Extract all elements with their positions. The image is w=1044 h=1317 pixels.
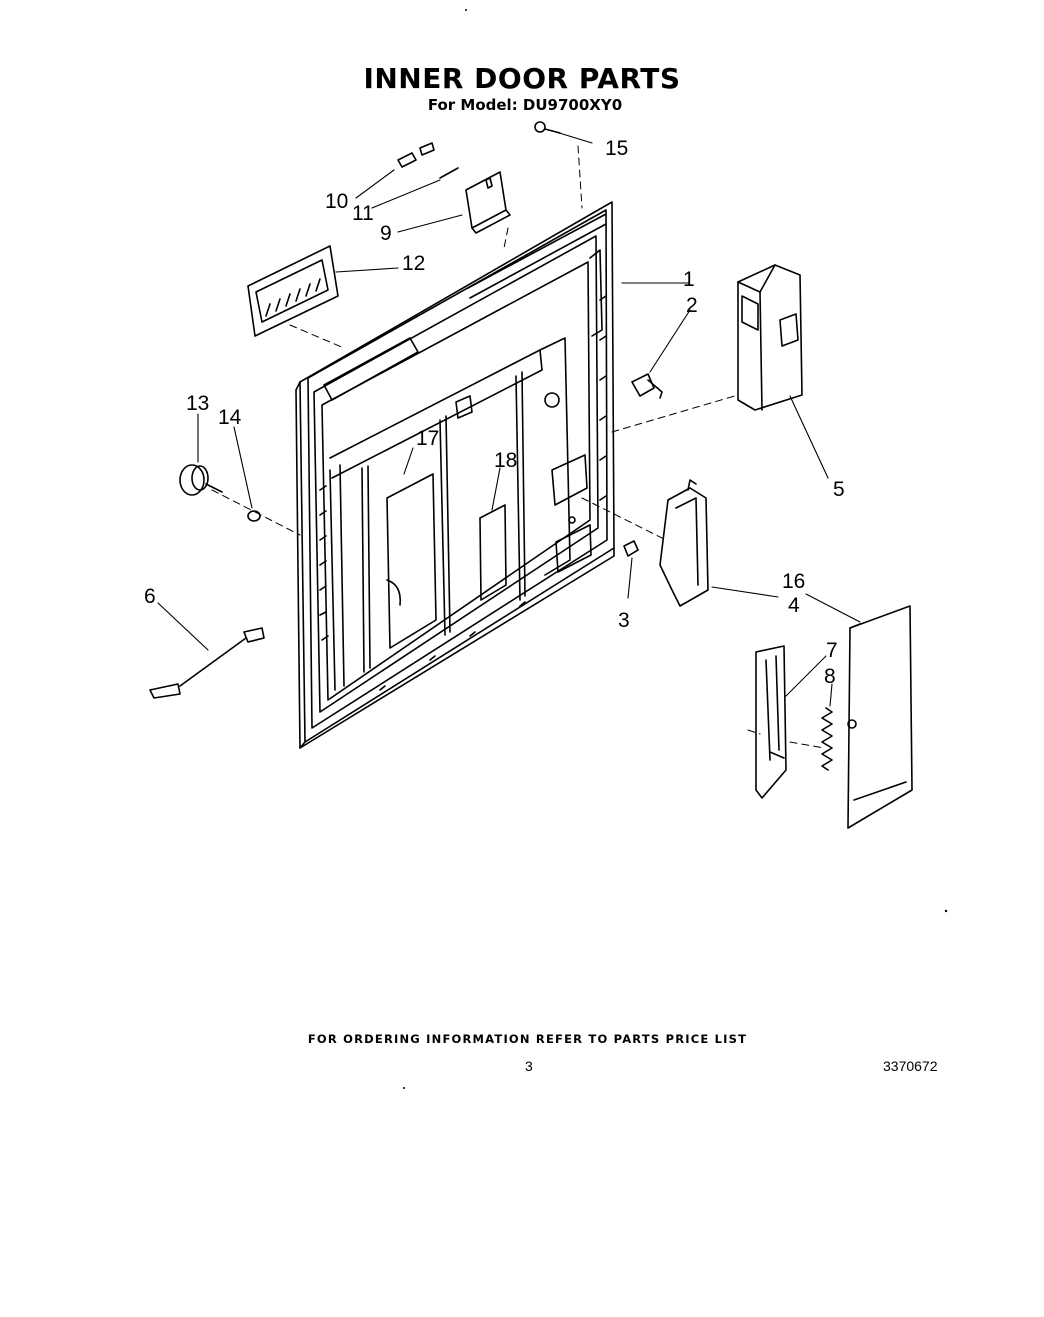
callout-17: 17 [416,427,439,450]
detergent-dispenser-part [737,264,803,411]
callout-7: 7 [826,639,838,662]
callout-12: 12 [402,252,425,275]
dashed-alignment-lines [211,145,825,749]
callout-labels: 1 2 3 4 5 6 7 8 9 10 11 12 13 14 15 16 1… [144,137,845,688]
latch-clip-part [631,373,663,399]
washer-part [247,510,261,522]
latch-arm-part [755,645,787,799]
model-subtitle: For Model: DU9700XY0 [427,96,623,114]
callout-13: 13 [186,392,209,415]
callout-1: 1 [683,268,695,291]
door-latch-part [659,479,709,607]
callout-3: 3 [618,609,630,632]
callout-11: 11 [352,202,374,225]
callout-4: 4 [788,594,800,617]
callout-14: 14 [218,406,242,429]
page-title: INNER DOOR PARTS [363,62,681,95]
inner-door-panel [295,201,615,749]
spring-part [821,707,833,771]
screw-part [534,121,561,134]
scan-specks [403,9,948,1089]
vent-part [247,245,339,337]
callout-10: 10 [325,190,348,213]
bumper-part [623,540,639,557]
callout-2: 2 [686,294,698,317]
callout-18: 18 [494,449,517,472]
dispenser-cover-part [465,171,511,234]
document-number: 3370672 [883,1058,938,1074]
spring-and-pin-parts [397,142,459,179]
callout-leader-lines [157,131,861,707]
knob-part [179,464,223,496]
callout-16: 16 [782,570,805,593]
ordering-notice: FOR ORDERING INFORMATION REFER TO PARTS … [307,1032,748,1046]
callout-8: 8 [824,665,836,688]
callout-15: 15 [605,137,628,160]
callout-9: 9 [380,222,392,245]
page-number: 3 [525,1058,533,1074]
wire-harness-part [149,627,265,699]
callout-6: 6 [144,585,156,608]
latch-cover-part [847,605,913,829]
callout-5: 5 [833,478,845,501]
